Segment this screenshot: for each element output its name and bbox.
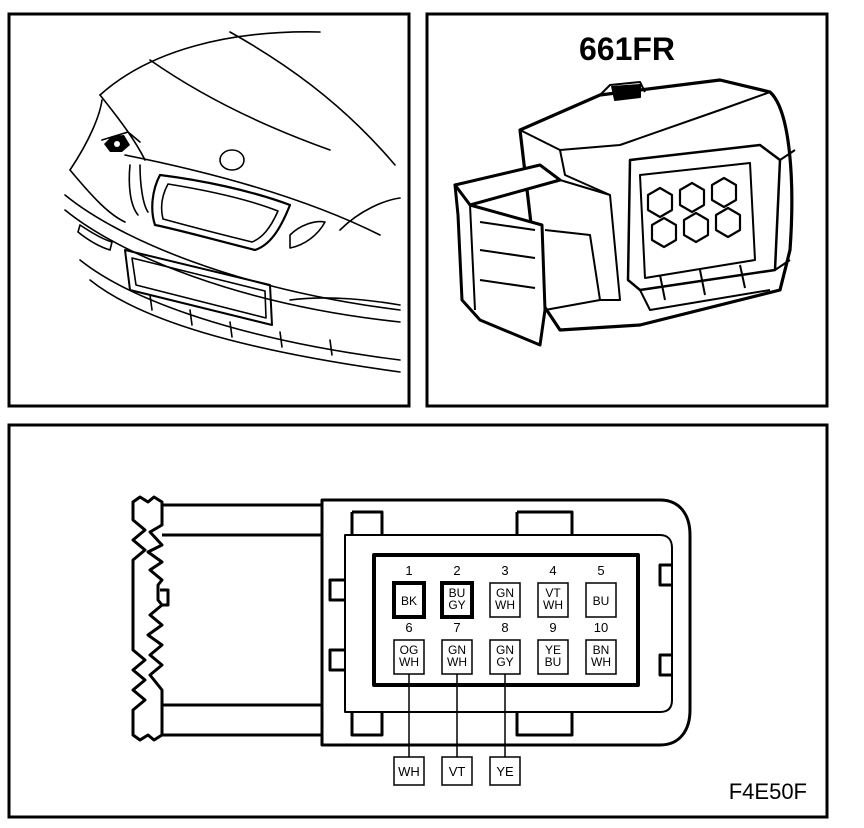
pin-number: 9	[549, 620, 556, 635]
pin-wire-color: GN	[496, 586, 514, 600]
connector-3d-panel: 661FR	[425, 12, 829, 408]
wire-callout-pin-8: YE	[489, 674, 521, 786]
pin-wire-color: WH	[495, 598, 515, 612]
car-front-panel	[7, 12, 411, 408]
pin-number: 4	[549, 563, 556, 578]
pin-number: 3	[501, 563, 508, 578]
pin-number: 2	[453, 563, 460, 578]
pin-cavity	[489, 582, 521, 618]
wire-label: YE	[496, 764, 514, 779]
pin-number: 6	[405, 620, 412, 635]
pin-wire-color: WH	[591, 655, 611, 669]
pin-wire-color: WH	[399, 655, 419, 669]
pin-wire-color: BU	[545, 655, 562, 669]
pin-number: 10	[594, 620, 608, 635]
pin-cavity	[585, 639, 617, 675]
pin-cavity	[585, 582, 617, 618]
pin-wire-color: BK	[401, 594, 417, 608]
pin-wire-color: GN	[496, 643, 514, 657]
figure-code: F4E50F	[729, 779, 807, 804]
wire-label: WH	[398, 764, 420, 779]
pin-wire-color: YE	[545, 643, 561, 657]
pin-cavity	[537, 582, 569, 618]
pin-cavity	[537, 639, 569, 675]
wire-callouts: WH VT YE	[393, 674, 521, 786]
pin-wire-color: BU	[593, 594, 610, 608]
connector-outline	[131, 495, 692, 747]
pin-number: 8	[501, 620, 508, 635]
pin-wire-color: BU	[449, 586, 466, 600]
pin-wire-color: WH	[447, 655, 467, 669]
pinout-panel: 1BK2BUGY3GNWH4VTWH5BU6OGWH7GNWH8GNGY9YEB…	[7, 423, 829, 819]
pin-1: 1BK	[392, 563, 426, 619]
wire-callout-pin-7: VT	[441, 674, 473, 786]
wire-label: VT	[449, 764, 466, 779]
pin-wire-color: BN	[593, 643, 610, 657]
pin-cavity	[392, 581, 426, 619]
pin-5: 5BU	[585, 563, 617, 618]
pin-wire-color: GN	[448, 643, 466, 657]
connector-title: 661FR	[579, 31, 675, 67]
wire-label-box	[441, 756, 473, 786]
car-front-illustration	[64, 31, 401, 373]
pin-wire-color: GY	[496, 655, 513, 669]
pin-number: 1	[405, 563, 412, 578]
pin-cavity	[440, 581, 474, 619]
pin-wire-color: OG	[400, 643, 419, 657]
pin-number: 7	[453, 620, 460, 635]
pin-wire-color: GY	[448, 598, 465, 612]
connector-3d-illustration	[453, 78, 796, 347]
wire-callout-pin-6: WH	[393, 674, 425, 786]
wire-label-box	[489, 756, 521, 786]
connector-location-marker	[104, 135, 130, 152]
pin-grid: 1BK2BUGY3GNWH4VTWH5BU6OGWH7GNWH8GNGY9YEB…	[392, 563, 617, 675]
pin-cavity	[489, 639, 521, 675]
wire-label-box	[393, 756, 425, 786]
pin-wire-color: WH	[543, 598, 563, 612]
pin-number: 5	[597, 563, 604, 578]
pin-wire-color: VT	[545, 586, 561, 600]
pin-cavity	[393, 639, 425, 675]
